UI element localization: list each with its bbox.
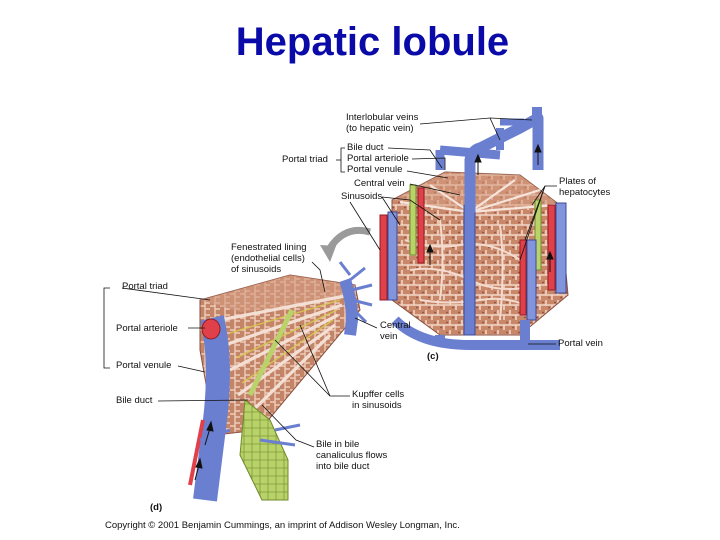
label-bile-flow-line2: canaliculus flows (316, 450, 388, 461)
label-fenestrated-line2: (endothelial cells) (231, 253, 305, 264)
label-portal-triad-d: Portal triad (122, 281, 168, 292)
label-central-vein-c: Central vein (354, 178, 405, 189)
label-portal-venule-c: Portal venule (347, 164, 403, 175)
page-title: Hepatic lobule (235, 20, 510, 64)
panel-label-c: (c) (427, 351, 439, 362)
lobule-block-c (379, 107, 569, 350)
lobule-wedge-d (188, 261, 373, 502)
label-plates-line1: Plates of (559, 176, 596, 187)
label-bile-duct-d: Bile duct (116, 395, 153, 406)
label-portal-vein: Portal vein (558, 338, 603, 349)
label-sinusoids: Sinusoids (341, 191, 383, 202)
label-fenestrated-line1: Fenestrated lining (231, 242, 307, 253)
label-kupffer-line2: in sinusoids (352, 400, 402, 411)
label-central-vein-d-line2: vein (380, 331, 398, 342)
panel-label-d: (d) (150, 502, 163, 513)
label-portal-arteriole-d: Portal arteriole (116, 323, 178, 334)
label-portal-venule-d: Portal venule (116, 360, 172, 371)
label-interlobular-veins: Interlobular veins (346, 112, 419, 123)
label-bile-flow-line3: into bile duct (316, 461, 370, 472)
label-portal-arteriole-c: Portal arteriole (347, 153, 409, 164)
label-bile-duct-c: Bile duct (347, 142, 384, 153)
label-fenestrated-line3: of sinusoids (231, 264, 282, 275)
copyright-notice: Copyright © 2001 Benjamin Cummings, an i… (105, 520, 460, 531)
label-bile-flow-line1: Bile in bile (316, 439, 360, 450)
label-portal-triad-c: Portal triad (282, 154, 328, 165)
label-to-hepatic-vein: (to hepatic vein) (346, 123, 414, 134)
label-kupffer-line1: Kupffer cells (352, 389, 405, 400)
label-central-vein-d-line1: Central (380, 320, 411, 331)
label-plates-line2: hepatocytes (559, 187, 611, 198)
